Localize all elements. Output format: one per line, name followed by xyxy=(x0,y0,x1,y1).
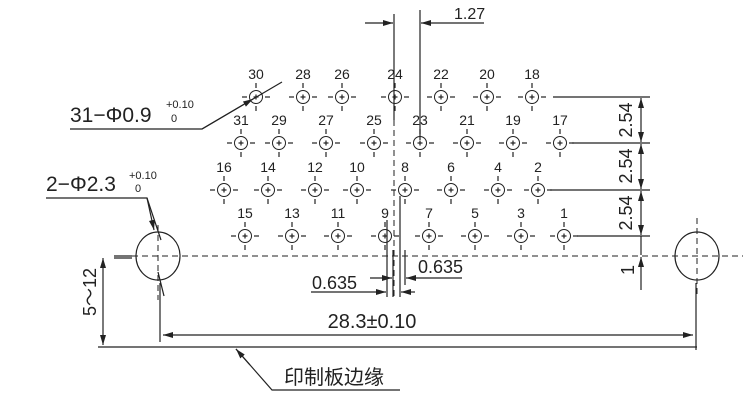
pin-number: 17 xyxy=(552,112,568,128)
pin-hole-spec: 31−Φ0.9 xyxy=(70,104,152,127)
mount-hole-callout: 2−Φ2.3 +0.10 0 xyxy=(46,170,165,297)
row-pitch-3: 2.54 xyxy=(616,195,636,230)
pin-number: 15 xyxy=(237,205,253,221)
pin-number: 12 xyxy=(307,159,323,175)
row-pitch-1: 2.54 xyxy=(616,102,636,137)
mount-hole-spec: 2−Φ2.3 xyxy=(46,173,116,196)
pin-hole: 8 xyxy=(391,159,419,204)
pin-number: 29 xyxy=(271,112,287,128)
pin-number: 11 xyxy=(331,205,346,221)
pin-hole: 28 xyxy=(289,66,317,111)
pin-hole: 29 xyxy=(265,112,293,157)
pin-number: 7 xyxy=(425,205,433,221)
pin-hole: 20 xyxy=(473,66,501,111)
pin-number: 31 xyxy=(233,112,249,128)
pin-number: 1 xyxy=(560,205,568,221)
pin-hole: 3 xyxy=(507,205,535,250)
pin-hole: 10 xyxy=(343,159,371,204)
pin-number: 5 xyxy=(471,205,479,221)
pin-hole: 13 xyxy=(278,205,306,250)
pin-number: 2 xyxy=(534,159,542,175)
pin-hole: 26 xyxy=(328,66,356,111)
pin-hole-lower-tol: 0 xyxy=(171,113,177,125)
pin-number: 20 xyxy=(479,66,495,82)
pin-hole: 30 xyxy=(242,66,270,111)
pin-number: 21 xyxy=(459,112,475,128)
pitch-dimension-top: 1.27 xyxy=(365,6,485,300)
pin-hole: 25 xyxy=(360,112,388,157)
pin-number: 25 xyxy=(366,112,382,128)
mount-hole-lower-tol: 0 xyxy=(135,183,141,195)
pin-hole: 31 xyxy=(227,112,255,157)
pin-number: 9 xyxy=(381,205,389,221)
pin-hole: 7 xyxy=(415,205,443,250)
edge-distance-value: 5～12 xyxy=(80,268,100,316)
pin-number: 4 xyxy=(494,159,502,175)
pin-number: 24 xyxy=(387,66,403,82)
pin-hole: 4 xyxy=(484,159,512,204)
pin-number: 27 xyxy=(318,112,334,128)
pin-hole-upper-tol: +0.10 xyxy=(166,99,194,111)
row-pitch-dimensions: 2.54 2.54 2.54 1 xyxy=(550,96,650,290)
pin-hole: 22 xyxy=(427,66,455,111)
pin-number: 14 xyxy=(260,159,276,175)
span-dimension: 28.3±0.10 xyxy=(159,283,697,350)
centerline-offset: 1 xyxy=(618,265,638,275)
pin-hole: 17 xyxy=(546,112,574,157)
pin-hole: 15 xyxy=(231,205,259,250)
pin-hole: 1 xyxy=(550,205,578,250)
pin-hole: 6 xyxy=(437,159,465,204)
pin-hole: 21 xyxy=(453,112,481,157)
pin-hole: 5 xyxy=(461,205,489,250)
pin-number: 8 xyxy=(401,159,409,175)
mount-hole-upper-tol: +0.10 xyxy=(129,170,157,182)
pin-number: 26 xyxy=(334,66,350,82)
pin-number: 22 xyxy=(433,66,449,82)
pin-hole: 23 xyxy=(406,112,434,157)
pin-hole: 19 xyxy=(499,112,527,157)
mount-hole-left xyxy=(135,225,181,300)
pin-hole: 24 xyxy=(381,66,409,111)
pin-hole: 12 xyxy=(301,159,329,204)
offset-left-value: 0.635 xyxy=(312,273,357,293)
pin-hole: 11 xyxy=(324,205,352,250)
board-edge-label: 印制板边缘 xyxy=(284,366,384,389)
board-edge: 5～12 印制板边缘 xyxy=(80,258,697,391)
pitch-value: 1.27 xyxy=(454,6,485,23)
pin-hole: 2 xyxy=(524,159,552,204)
mount-hole-right xyxy=(674,218,720,295)
pin-hole: 18 xyxy=(518,66,546,111)
pin-number: 16 xyxy=(216,159,232,175)
pin-number: 19 xyxy=(505,112,521,128)
pin-number: 13 xyxy=(284,205,300,221)
offset-dimensions: 0.635 0.635 xyxy=(311,196,463,297)
pin-number: 10 xyxy=(349,159,365,175)
pin-hole: 27 xyxy=(312,112,340,157)
row-pitch-2: 2.54 xyxy=(616,148,636,183)
pin-hole-callout: 31−Φ0.9 +0.10 0 xyxy=(70,81,283,130)
pin-number: 28 xyxy=(295,66,311,82)
offset-right-value: 0.635 xyxy=(418,257,463,277)
pin-number: 18 xyxy=(524,66,540,82)
pin-hole: 16 xyxy=(210,159,238,204)
pin-number: 30 xyxy=(248,66,264,82)
pin-hole: 9 xyxy=(371,205,399,250)
pin-number: 6 xyxy=(447,159,455,175)
pin-number: 3 xyxy=(517,205,525,221)
pin-hole: 14 xyxy=(254,159,282,204)
span-value: 28.3±0.10 xyxy=(328,311,417,333)
